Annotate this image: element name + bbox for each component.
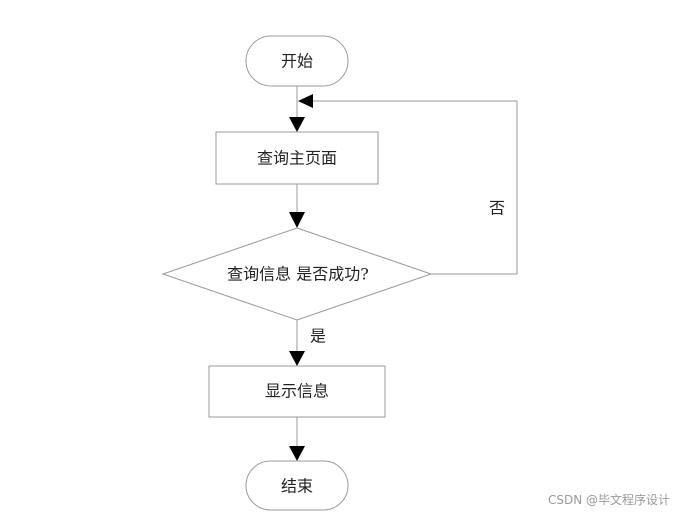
- arrowhead-query-to-decision: [289, 212, 305, 228]
- watermark: CSDN @毕文程序设计: [547, 493, 670, 507]
- no-branch-label: 否: [489, 199, 505, 218]
- decision-node-label: 查询信息 是否成功?: [227, 265, 369, 284]
- display-info-node-shape: [208, 365, 386, 418]
- display-info-node: 显示信息: [208, 365, 386, 418]
- arrowhead-decision-to-display: [289, 351, 305, 366]
- start-node: 开始: [245, 35, 349, 87]
- arrowhead-no-loop-back: [298, 94, 313, 108]
- end-node-shape: [245, 460, 349, 511]
- decision-node: 查询信息 是否成功?: [161, 227, 433, 321]
- yes-branch-label: 是: [310, 327, 326, 346]
- end-node-label: 结束: [281, 477, 313, 496]
- arrowhead-start-to-query: [289, 117, 305, 132]
- display-info-node-label: 显示信息: [265, 382, 329, 401]
- query-home-node-label: 查询主页面: [257, 149, 337, 168]
- edge-no-loop-back: [313, 100, 518, 275]
- arrowhead-display-to-end: [289, 446, 305, 461]
- query-home-node-shape: [215, 131, 379, 185]
- query-home-node: 查询主页面: [215, 131, 379, 185]
- end-node: 结束: [245, 460, 349, 511]
- start-node-label: 开始: [281, 52, 313, 71]
